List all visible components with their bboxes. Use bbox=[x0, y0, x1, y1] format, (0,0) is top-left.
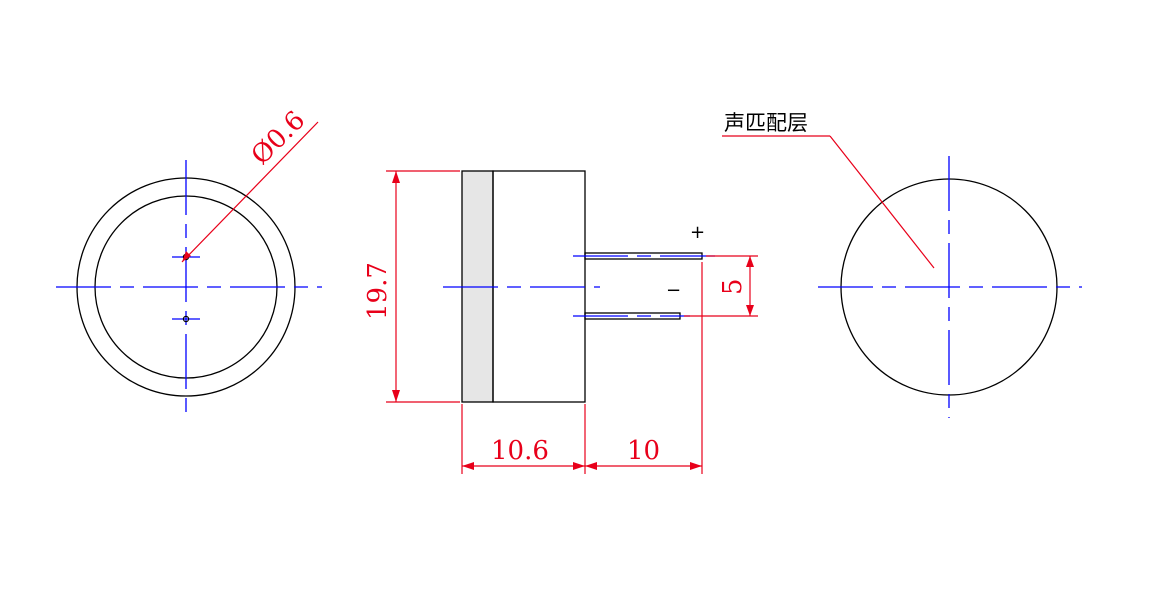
depth-arrow-right bbox=[573, 462, 585, 470]
positive-sign: + bbox=[690, 222, 705, 243]
front-view: 声匹配层 bbox=[722, 111, 1082, 418]
height-arrow-top bbox=[392, 171, 400, 183]
matching-layer-leader-line bbox=[829, 135, 935, 269]
negative-sign: − bbox=[666, 280, 681, 301]
body-depth-label: 10.6 bbox=[491, 436, 549, 466]
pin-hole-lower bbox=[182, 315, 190, 323]
pin-length-arrow-left bbox=[585, 462, 597, 470]
pin-spacing-label: 5 bbox=[718, 278, 748, 295]
pin-diameter-arrowhead bbox=[182, 251, 191, 262]
pin-diameter-label: Ø0.6 bbox=[246, 105, 312, 171]
side-view: + − 19.7 10.6 10 5 bbox=[363, 170, 758, 474]
spacing-arrow-bottom bbox=[746, 305, 754, 316]
depth-arrow-left bbox=[462, 462, 474, 470]
back-view: Ø0.6 bbox=[56, 105, 322, 420]
spacing-arrow-top bbox=[746, 256, 754, 267]
height-arrow-bottom bbox=[392, 390, 400, 402]
pin-diameter-leader-line bbox=[181, 121, 319, 263]
pin-length-label: 10 bbox=[627, 436, 660, 466]
matching-layer-label: 声匹配层 bbox=[724, 111, 808, 135]
body-diameter-label: 19.7 bbox=[363, 262, 393, 320]
pin-length-arrow-right bbox=[690, 462, 702, 470]
